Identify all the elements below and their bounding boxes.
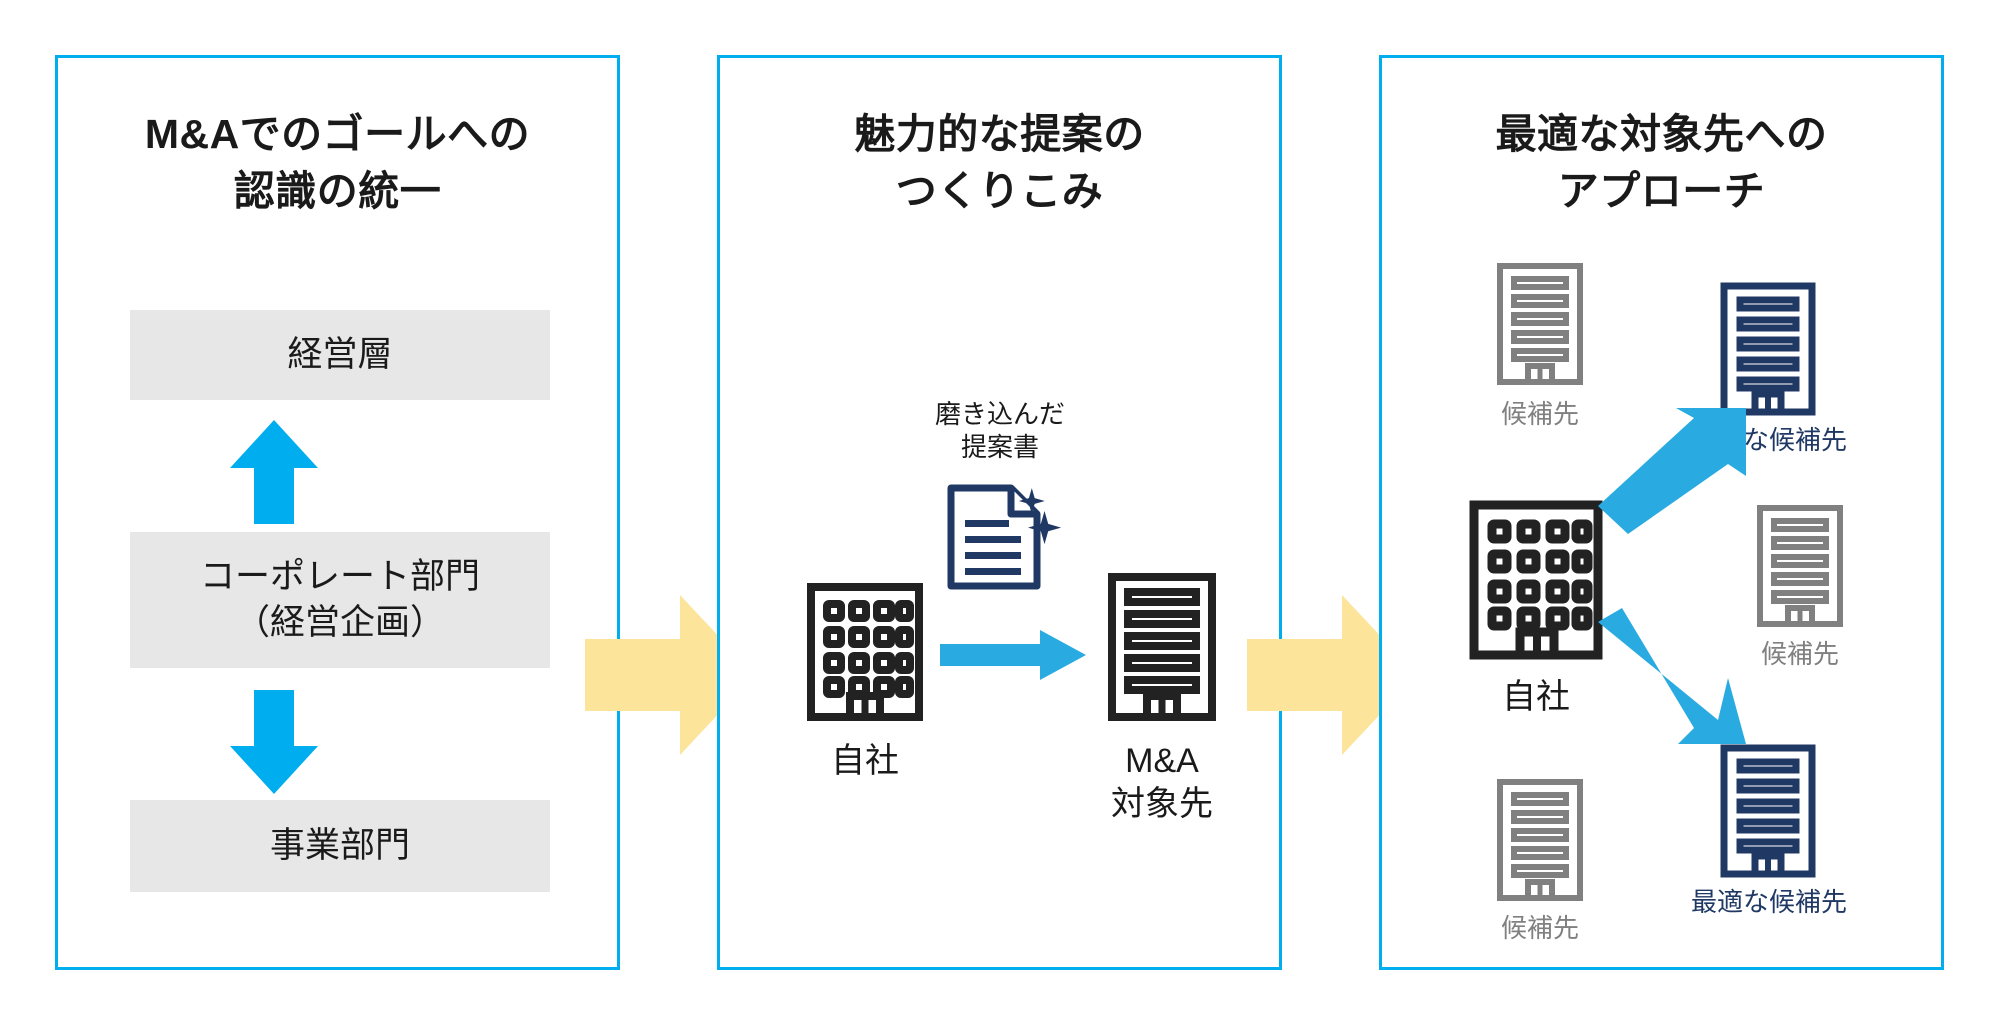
org-box-corporate: コーポレート部門 （経営企画）	[130, 532, 550, 668]
building-candidate-1-label: 候補先	[1500, 399, 1579, 429]
org-box-business-label: 事業部門	[269, 825, 410, 865]
polished-proposal-label-line-2: 提案書	[960, 432, 1039, 463]
panel-3-title-line-1: 最適な対象先への	[1495, 111, 1828, 157]
building-ma-target-icon	[1103, 572, 1221, 722]
building-ma-target-label-line-2: 対象先	[1111, 784, 1213, 823]
panel-1-title: M&Aでのゴールへの 認識の統一	[58, 106, 617, 219]
building-candidate-2-label: 候補先	[1760, 639, 1839, 669]
building-candidate-1-icon	[1492, 262, 1588, 386]
building-ma-target-label-line-1: M&A	[1125, 742, 1199, 780]
stage-arrow-1-icon	[585, 595, 755, 755]
polished-proposal-label-line-1: 磨き込んだ	[934, 399, 1065, 429]
panel-3-title-line-2: アプローチ	[1557, 167, 1766, 214]
building-self-icon	[806, 582, 924, 722]
org-box-corporate-label: コーポレート部門 （経営企画）	[200, 554, 480, 646]
arrow-diagonal-up-icon	[1598, 408, 1750, 534]
building-candidate-3-icon	[1492, 778, 1588, 902]
org-box-corporate-label-line-2: （経営企画）	[234, 603, 445, 642]
org-box-executive-label: 経営層	[287, 334, 393, 374]
arrow-diagonal-down-icon	[1598, 608, 1750, 744]
building-self-panel3-label: 自社	[1502, 678, 1570, 716]
org-box-executive: 経営層	[130, 310, 550, 400]
panel-2-title-line-2: つくりこみ	[895, 167, 1104, 214]
building-best-candidate-2-label: 最適な候補先	[1690, 887, 1847, 917]
org-box-corporate-label-line-1: コーポレート部門	[199, 556, 480, 596]
panel-3-title: 最適な対象先への アプローチ	[1382, 106, 1941, 219]
building-best-candidate-1-icon	[1716, 282, 1820, 416]
document-sparkle-icon	[945, 482, 1065, 592]
arrow-down-icon	[228, 688, 320, 796]
building-ma-target-label: M&A 対象先	[1082, 740, 1242, 826]
building-best-candidate-2-icon	[1716, 744, 1820, 878]
panel-2-title: 魅力的な提案の つくりこみ	[720, 106, 1279, 219]
building-candidate-3-label: 候補先	[1500, 913, 1579, 943]
building-self-panel3-icon	[1468, 500, 1604, 660]
building-candidate-2-icon	[1752, 504, 1848, 628]
org-box-business: 事業部門	[130, 800, 550, 892]
arrow-right-cyan-icon	[940, 628, 1086, 682]
panel-1-title-line-1: M&Aでのゴールへの	[144, 111, 531, 157]
panel-1-title-line-2: 認識の統一	[233, 167, 442, 214]
arrow-up-icon	[228, 418, 320, 526]
building-self-label: 自社	[831, 742, 899, 780]
panel-2-title-line-1: 魅力的な提案の	[854, 111, 1145, 157]
stage-arrow-2-icon	[1247, 595, 1417, 755]
polished-proposal-label: 磨き込んだ 提案書	[880, 398, 1120, 465]
